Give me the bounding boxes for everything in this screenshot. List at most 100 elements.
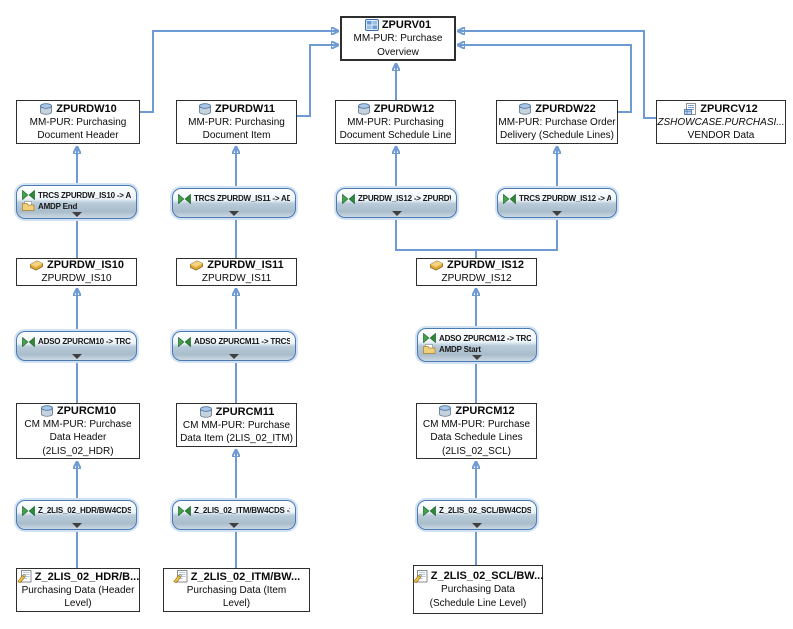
node-title: ZPURCM10 xyxy=(56,404,117,417)
expand-handle-icon[interactable] xyxy=(229,523,239,528)
expand-handle-icon[interactable] xyxy=(71,354,82,359)
connector-arrow xyxy=(297,45,338,117)
node-desc-line: ZPURDW_IS10 xyxy=(41,273,112,285)
datasource-icon xyxy=(17,570,32,583)
expand-handle-icon[interactable] xyxy=(71,212,82,217)
connector xyxy=(477,218,558,251)
cds-view-icon xyxy=(684,102,697,115)
transformation-icon xyxy=(178,336,191,347)
transformation-tr_is12_dw12[interactable]: ZPURDW_IS12 -> ZPURDW12 xyxy=(336,188,457,218)
transformation-tr_cm11_is11[interactable]: ADSO ZPURCM11 -> TRCS ZP... xyxy=(172,331,296,361)
transformation-label: ADSO ZPURCM12 -> TRCS ZP... xyxy=(439,333,531,343)
adso-icon xyxy=(39,102,53,115)
transformation-tr_is10_dw10[interactable]: TRCS ZPURDW_IS10 -> ADSO...AMDP End xyxy=(16,185,137,219)
datasource-icon xyxy=(173,570,188,583)
transformation-icon xyxy=(22,336,35,347)
node-desc-line: Purchasing Data xyxy=(441,584,515,595)
transformation-label: ZPURDW_IS12 -> ZPURDW12 xyxy=(358,194,451,203)
transformation-icon xyxy=(423,505,436,516)
node-ds_scl[interactable]: Z_2LIS_02_SCL/BW...Purchasing Data(Sched… xyxy=(413,565,543,614)
transformation-tr_ds_itm[interactable]: Z_2LIS_02_ITM/BW4CDS -> Z... xyxy=(172,500,296,530)
connector-arrow xyxy=(140,31,338,113)
transformation-row: ADSO ZPURCM11 -> TRCS ZP... xyxy=(178,336,290,347)
node-desc-line: (2LIS_02_HDR) xyxy=(42,445,114,457)
node-desc-line: ZSHOWCASE.PURCHASI... xyxy=(657,116,785,128)
node-title: ZPURDW11 xyxy=(215,102,275,115)
node-ds_hdr[interactable]: Z_2LIS_02_HDR/B...Purchasing Data (Heade… xyxy=(16,568,140,612)
node-desc-line: Document Header xyxy=(37,130,119,141)
node-ds_itm[interactable]: Z_2LIS_02_ITM/BW...Purchasing Data (Item… xyxy=(163,568,310,612)
adso-icon xyxy=(198,102,212,115)
expand-handle-icon[interactable] xyxy=(71,523,82,528)
node-desc-line: (2LIS_02_SCL) xyxy=(442,445,511,457)
expand-handle-icon[interactable] xyxy=(472,355,482,360)
transformation-icon xyxy=(342,193,355,204)
node-title: ZPURV01 xyxy=(381,19,432,31)
node-title: Z_2LIS_02_SCL/BW... xyxy=(430,570,544,582)
node-desc-line: Overview xyxy=(377,46,419,58)
node-desc-line: MM-PUR: Purchasing xyxy=(29,116,127,128)
node-desc-line: Level) xyxy=(222,598,251,609)
expand-handle-icon[interactable] xyxy=(391,211,402,216)
transformation-row: ADSO ZPURCM12 -> TRCS ZP... xyxy=(423,333,531,343)
node-title: ZPURDW22 xyxy=(535,102,596,115)
node-desc-line: MM-PUR: Purchase xyxy=(353,33,443,44)
node-title: Z_2LIS_02_ITM/BW... xyxy=(190,570,301,583)
transformation-tr_is12_dw22[interactable]: TRCS ZPURDW_IS12 -> ADSO... xyxy=(497,188,617,218)
node-title: Z_2LIS_02_HDR/B... xyxy=(34,570,140,583)
node-desc-line: MM-PUR: Purchasing xyxy=(188,116,285,128)
transformation-row: TRCS ZPURDW_IS12 -> ADSO... xyxy=(503,193,611,204)
transformation-row: AMDP End xyxy=(22,201,131,211)
transformation-icon xyxy=(503,193,516,204)
transformation-icon xyxy=(178,505,191,516)
transformation-label: TRCS ZPURDW_IS12 -> ADSO... xyxy=(519,194,611,203)
transformation-row: ADSO ZPURCM10 -> TRCS ZP... xyxy=(22,336,131,347)
adso-icon xyxy=(40,405,54,417)
expand-handle-icon[interactable] xyxy=(472,523,482,528)
amdp-icon xyxy=(22,201,35,211)
node-desc-line: Data Header xyxy=(49,432,107,444)
transformation-tr_is11_dw11[interactable]: TRCS ZPURDW_IS11 -> ADSO... xyxy=(172,188,296,218)
adso-icon xyxy=(438,405,452,417)
transformation-tr_cm12_is12[interactable]: ADSO ZPURCM12 -> TRCS ZP...AMDP Start xyxy=(417,328,537,362)
node-desc-line: Delivery (Schedule Lines) xyxy=(500,130,614,141)
transformation-label: TRCS ZPURDW_IS10 -> ADSO... xyxy=(38,190,131,200)
transformation-tr_ds_hdr[interactable]: Z_2LIS_02_HDR/BW4CDS -> Z... xyxy=(16,500,137,530)
expand-handle-icon[interactable] xyxy=(229,354,239,359)
node-desc-line: VENDOR Data xyxy=(687,130,755,141)
transformation-icon xyxy=(22,190,35,200)
expand-handle-icon[interactable] xyxy=(229,211,239,216)
node-desc-line: CM MM-PUR: Purchase xyxy=(24,418,132,430)
connector-arrow xyxy=(458,31,656,119)
transformation-label: AMDP Start xyxy=(439,344,481,354)
expand-handle-icon[interactable] xyxy=(552,211,562,216)
node-title: ZPURDW_IS11 xyxy=(207,259,284,272)
transformation-tr_ds_scl[interactable]: Z_2LIS_02_SCL/BW4CDS -> Z... xyxy=(417,500,537,530)
transformation-row: TRCS ZPURDW_IS10 -> ADSO... xyxy=(22,190,131,200)
composite-provider-icon xyxy=(364,19,379,31)
transformation-row: ZPURDW_IS12 -> ZPURDW12 xyxy=(342,193,451,204)
node-title: ZPURCV12 xyxy=(700,102,758,115)
node-desc-line: CM MM-PUR: Purchase xyxy=(422,418,531,430)
amdp-icon xyxy=(423,344,436,354)
transformation-row: Z_2LIS_02_ITM/BW4CDS -> Z... xyxy=(178,505,290,516)
node-title: ZPURDW_IS10 xyxy=(46,259,125,272)
node-desc-line: Level) xyxy=(64,598,92,609)
connector xyxy=(395,218,477,258)
transformation-tr_cm10_is10[interactable]: ADSO ZPURCM10 -> TRCS ZP... xyxy=(16,331,137,361)
transformation-icon xyxy=(22,505,35,516)
node-title: ZPURCM12 xyxy=(455,404,515,417)
